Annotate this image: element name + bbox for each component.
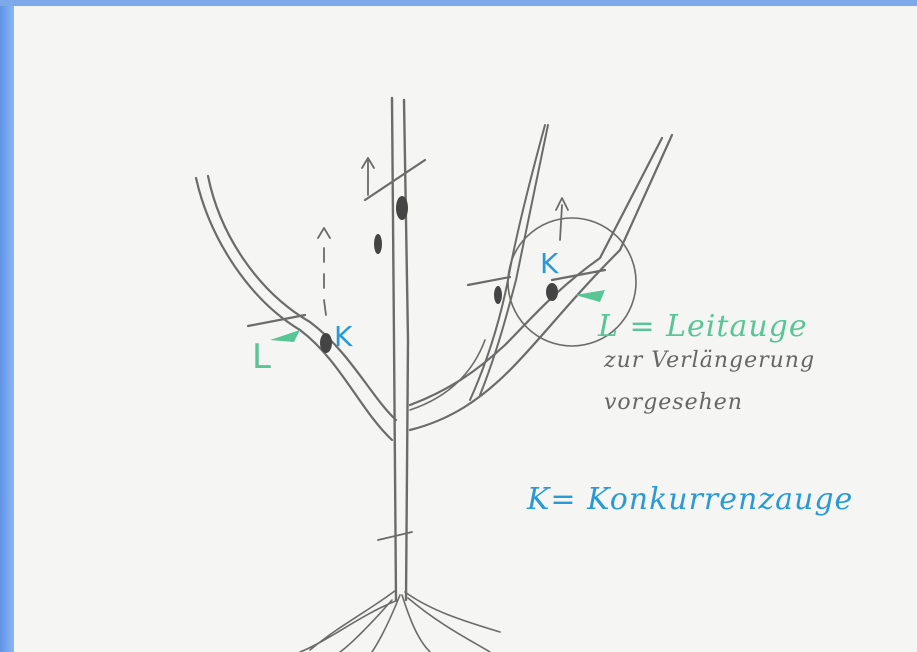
arrow-top: [362, 158, 374, 195]
cut-mark-middle: [468, 277, 510, 285]
roots: [300, 590, 500, 652]
legend-leitauge-desc-1: zur Verlängerung: [604, 350, 815, 372]
arrow-left: [318, 228, 330, 315]
bud-top: [396, 196, 408, 220]
label-K-circle: K: [540, 250, 558, 278]
legend-leitauge: L = Leitauge: [598, 312, 808, 342]
label-L-left: L: [252, 340, 271, 374]
right-branch: [410, 135, 672, 430]
cut-mark-top: [365, 160, 425, 200]
left-branch: [196, 176, 396, 440]
bud-right: [546, 283, 558, 301]
cut-mark-left: [248, 315, 305, 326]
bud-left: [320, 333, 332, 353]
label-K-left: K: [334, 323, 352, 351]
legend-leitauge-desc-2: vorgesehen: [604, 392, 743, 414]
middle-right-branch: [470, 125, 548, 400]
green-mark-left: [270, 330, 300, 342]
legend-konkurrenzauge: K= Konkurrenzauge: [527, 485, 853, 515]
bud-middle: [494, 286, 502, 304]
bud-top-lower: [374, 234, 382, 254]
